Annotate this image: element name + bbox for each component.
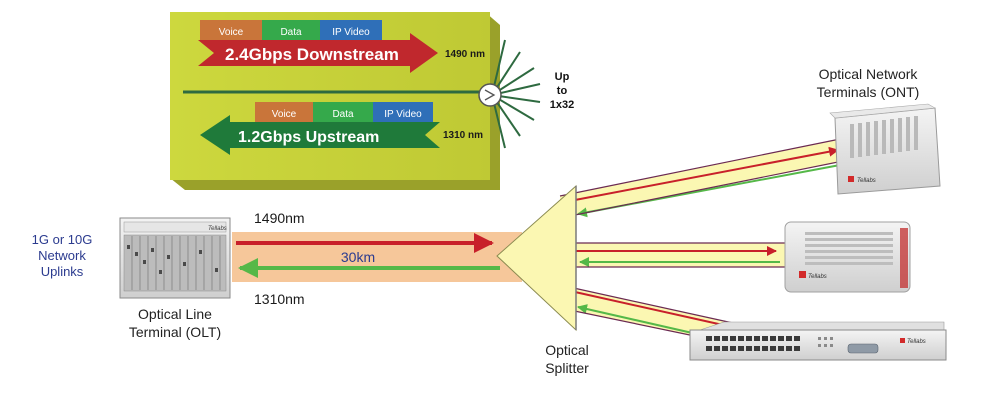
upstream-voice-tag [255, 102, 313, 122]
downstream-arrow [198, 33, 438, 73]
splitter-node-icon [478, 83, 502, 107]
feeder-fiber-band [232, 232, 522, 282]
inset-fanout: Up to 1x32 [478, 39, 574, 149]
olt-label-line2: Terminal (OLT) [129, 324, 221, 340]
downstream-label: 2.4Gbps Downstream [225, 45, 399, 64]
ont-label-line1: Optical Network [819, 66, 919, 82]
upstream-data-label: Data [332, 109, 354, 120]
downstream-wavelength: 1490 nm [445, 49, 485, 60]
ont-brand-1: Tellabs [857, 178, 876, 184]
down-wavelength-label: 1490nm [254, 210, 305, 226]
downstream-data-tag [262, 20, 320, 40]
downstream-data-label: Data [280, 27, 302, 38]
drop-fibers [559, 137, 849, 346]
downstream-ipvideo-tag [320, 20, 382, 40]
splitter-label-line2: Splitter [545, 360, 589, 376]
olt-label-line1: Optical Line [138, 306, 212, 322]
up-wavelength-label: 1310nm [254, 291, 305, 307]
uplinks-label: 1G or 10G Network Uplinks [32, 232, 93, 279]
distance-label: 30km [341, 249, 375, 265]
ont-brand-3: Tellabs [907, 339, 926, 345]
upstream-label: 1.2Gbps Upstream [238, 129, 379, 146]
ont-device-2-icon: Tellabs [784, 221, 911, 293]
ont-device-3-icon: Tellabs [689, 321, 947, 361]
fanout-up: Up [555, 71, 570, 83]
olt-chassis-icon: Tellabs [119, 217, 231, 299]
uplinks-line2: Network [38, 248, 86, 263]
upstream-wavelength: 1310 nm [443, 130, 483, 141]
downstream-voice-tag [200, 20, 262, 40]
pon-inset-panel: Voice Data IP Video 2.4Gbps Downstream 1… [170, 12, 500, 190]
olt-brand: Tellabs [208, 226, 227, 232]
upstream-voice-label: Voice [272, 109, 297, 120]
optical-splitter-icon [496, 184, 577, 332]
uplinks-line1: 1G or 10G [32, 232, 93, 247]
splitter-label-line1: Optical [545, 342, 589, 358]
upstream-arrow [200, 115, 440, 155]
downstream-voice-label: Voice [219, 27, 244, 38]
fanout-ratio: 1x32 [550, 99, 574, 111]
downstream-ipvideo-label: IP Video [332, 27, 370, 38]
upstream-ipvideo-tag [373, 102, 433, 122]
uplinks-line3: Uplinks [41, 264, 84, 279]
ont-brand-2: Tellabs [808, 274, 827, 280]
upstream-data-tag [313, 102, 373, 122]
ont-device-1-icon: Tellabs [829, 103, 941, 195]
ont-label-line2: Terminals (ONT) [817, 84, 920, 100]
upstream-ipvideo-label: IP Video [384, 109, 422, 120]
fanout-to: to [557, 85, 568, 97]
